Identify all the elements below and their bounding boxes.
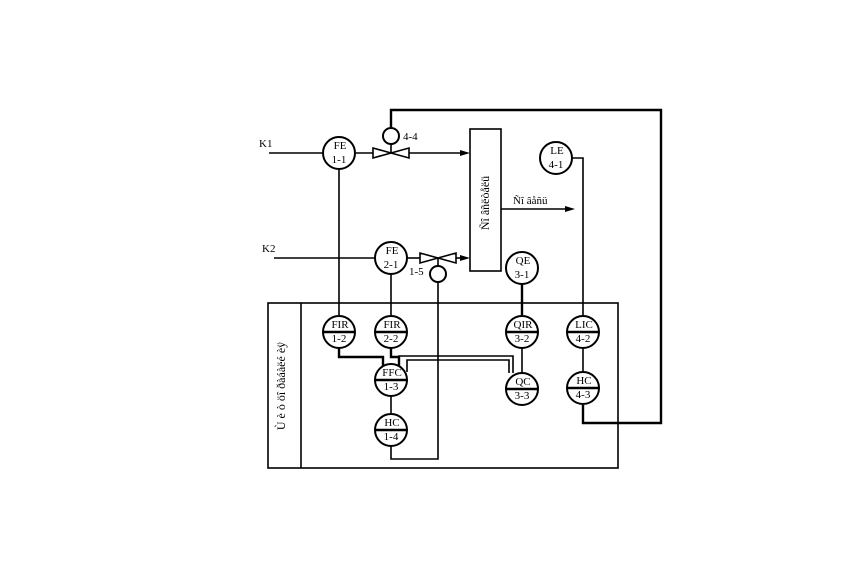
instrument-circle	[374, 241, 408, 275]
instrument-qe31: QE 3-1	[505, 251, 539, 285]
k1-label: K1	[259, 138, 272, 150]
control-panel-frame	[267, 302, 619, 469]
instrument-code: LE	[550, 145, 564, 157]
instrument-number: 2-1	[384, 259, 399, 271]
k1-arrow	[460, 150, 470, 156]
instrument-number: 4-2	[576, 333, 591, 345]
instrument-code: QE	[516, 255, 531, 267]
valve-1-5-label: 1-5	[409, 266, 424, 278]
instrument-circle	[322, 136, 356, 170]
instrument-code: FFC	[382, 367, 402, 379]
instrument-code: LIC	[575, 319, 593, 331]
output-arrow	[565, 206, 575, 212]
signal-ffc13-qc33	[398, 355, 514, 373]
signal-ffc13-qc33-b	[406, 359, 510, 373]
instrument-fir12: FIR 1-2	[322, 315, 356, 349]
output-label: Ñî âåñü	[513, 195, 548, 207]
instrument-code: QIR	[514, 319, 534, 331]
instrument-code: FE	[386, 245, 399, 257]
valve-4-4-actuator	[382, 127, 400, 145]
instrument-number: 1-3	[384, 381, 399, 393]
instrument-qir32: QIR 3-2	[505, 315, 539, 349]
instrument-circle	[539, 141, 573, 175]
signal-hc14-valve15	[390, 282, 439, 460]
instrument-qc33: QC 3-3	[505, 372, 539, 406]
k2-label: K2	[262, 243, 275, 255]
apparatus-block	[469, 128, 502, 272]
instrument-code: FIR	[383, 319, 401, 331]
instrument-number: 3-3	[515, 390, 530, 402]
instrument-ffc13: FFC 1-3	[374, 363, 408, 397]
instrument-hc43: HC 4-3	[566, 371, 600, 405]
signal-fir12-ffc13	[337, 348, 385, 367]
instrument-number: 1-2	[332, 333, 347, 345]
instrument-fe11: FE 1-1	[322, 136, 356, 170]
instrument-code: HC	[384, 417, 399, 429]
instrument-code: QC	[515, 376, 530, 388]
valve-1-5-actuator	[429, 265, 447, 283]
instrument-number: 4-3	[576, 389, 591, 401]
instrument-fir22: FIR 2-2	[374, 315, 408, 349]
instrument-lic42: LIC 4-2	[566, 315, 600, 349]
instrument-le41: LE 4-1	[539, 141, 573, 175]
instrument-number: 1-1	[332, 154, 347, 166]
apparatus-label: Ñî âñëòåëü	[478, 176, 492, 230]
valve-4-4-label: 4-4	[403, 131, 418, 143]
instrument-number: 2-2	[384, 333, 399, 345]
instrument-number: 3-1	[515, 269, 530, 281]
instrument-number: 1-4	[384, 431, 399, 443]
k2-arrow	[460, 255, 470, 261]
instrument-fe21: FE 2-1	[374, 241, 408, 275]
instrument-number: 3-2	[515, 333, 530, 345]
instrument-code: FIR	[331, 319, 349, 331]
signal-le41-lic42	[572, 157, 584, 315]
instrument-circle	[505, 251, 539, 285]
signal-hc43-valve44	[389, 108, 663, 425]
instrument-number: 4-1	[549, 159, 564, 171]
instrument-hc14: HC 1-4	[374, 413, 408, 447]
panel-label: Ù è ò öî ðàáàëé èÿ	[274, 342, 288, 430]
instrument-code: HC	[576, 375, 591, 387]
instrument-code: FE	[334, 140, 347, 152]
